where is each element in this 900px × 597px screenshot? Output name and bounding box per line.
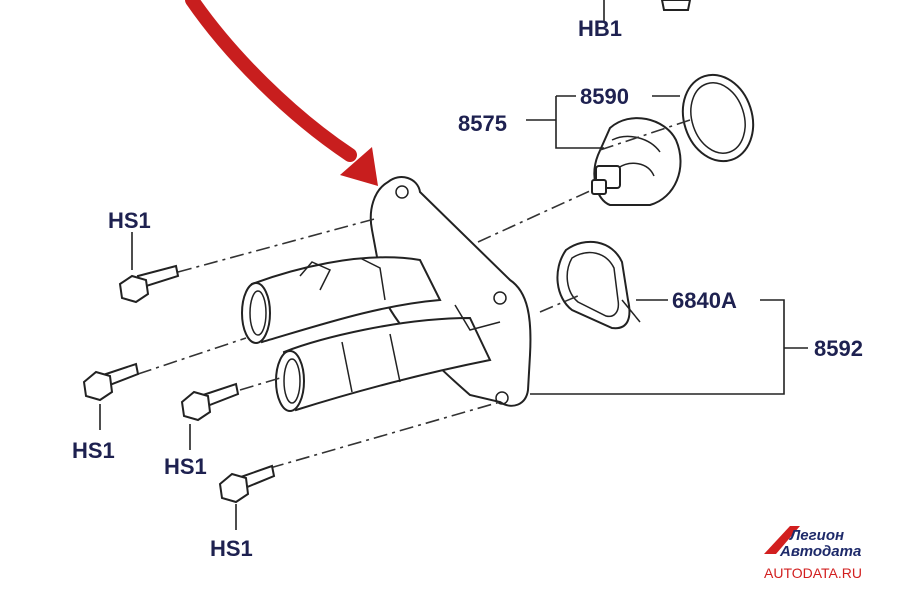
bolt-partial-top [660,0,692,11]
watermark-line2: Автодата [779,543,861,560]
bolt-hs1-c [180,382,240,422]
label-hs1-top: HS1 [108,208,151,233]
bolt-hs1-b [82,362,140,402]
watermark-logo-mark [764,526,800,554]
bolt-hs1-d [218,464,276,504]
label-8590: 8590 [580,84,629,109]
label-8592: 8592 [814,336,863,361]
label-hb1: HB1 [578,16,622,41]
assembly-centerlines [137,119,691,469]
label-6840a: 6840A [672,288,737,313]
bolt-hs1-a [118,264,180,304]
watermark-line1: Легион [789,527,844,544]
label-hs1-middle: HS1 [164,454,207,479]
autodata-watermark: Легион Автодата AUTODATA.RU [764,526,862,581]
thermostat-unit [591,117,682,206]
label-8575: 8575 [458,111,507,136]
thermostat-housing [241,176,532,412]
label-hs1-left: HS1 [72,438,115,463]
watermark-url: AUTODATA.RU [764,565,862,581]
thermostat-seal-ring [681,73,755,163]
label-hs1-bottom: HS1 [210,536,253,561]
part-number-leaders [526,0,808,395]
housing-gasket [556,241,641,330]
red-pointer-arrow [185,0,378,186]
hs1-leaders [99,232,237,530]
